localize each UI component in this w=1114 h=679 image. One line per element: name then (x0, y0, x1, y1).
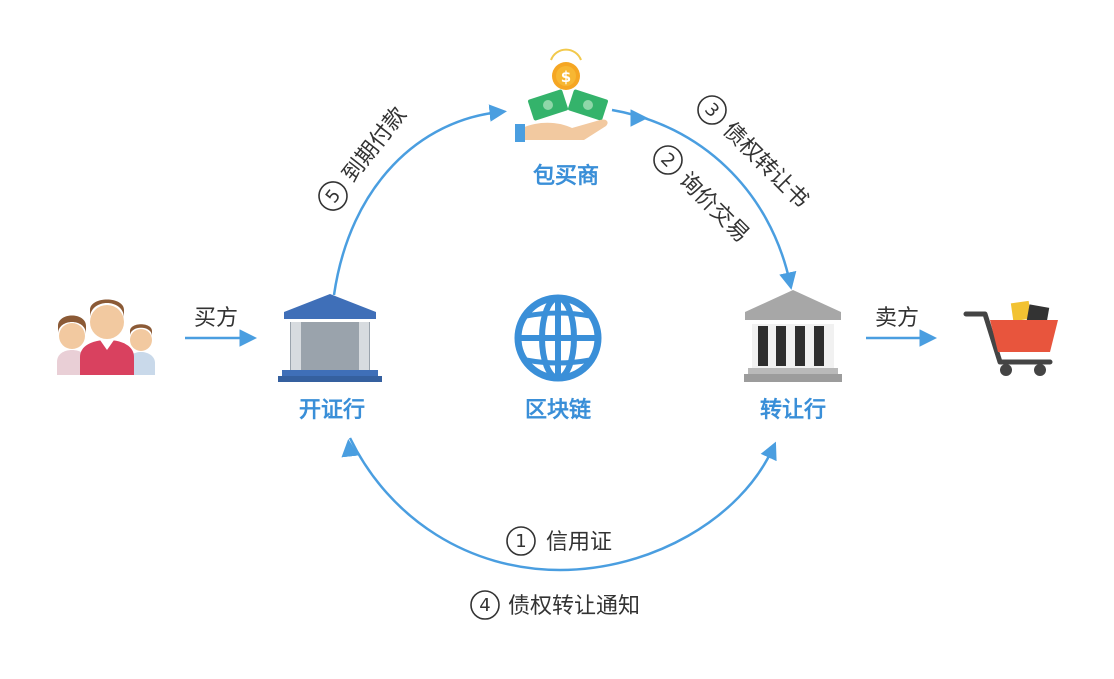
step-2-label: 询价交易 (674, 168, 754, 248)
buyer-label: 买方 (194, 306, 238, 331)
globe-icon (514, 294, 602, 382)
arc-step-1 (348, 437, 777, 572)
arc-step-4-return (341, 439, 359, 458)
step-4-number: 4 (479, 595, 490, 616)
people-group-icon (57, 299, 155, 375)
step-5: 5 到期付款 (318, 103, 412, 211)
money-hand-icon: $ (515, 48, 608, 142)
center-label: 区块链 (525, 397, 591, 423)
flow-ring (332, 104, 797, 572)
step-5-label: 到期付款 (338, 103, 412, 188)
arc-step-5 (332, 104, 507, 296)
step-1-number: 1 (515, 531, 526, 552)
step-1: 1 信用证 (506, 526, 612, 556)
buyer-bank-label: 开证行 (299, 397, 365, 423)
seller-label: 卖方 (875, 306, 919, 331)
shopping-cart-icon (963, 300, 1058, 376)
svg-text:$: $ (561, 68, 571, 86)
step-4: 4 债权转让通知 (470, 590, 640, 620)
step-3-number: 3 (700, 99, 723, 122)
step-2-number: 2 (656, 149, 679, 172)
step-3-label: 债权转让书 (718, 118, 813, 213)
seller-bank-label: 转让行 (760, 397, 826, 423)
step-4-label: 债权转让通知 (508, 594, 640, 619)
bank-gray-icon (744, 290, 842, 382)
forfaiter-label: 包买商 (533, 163, 599, 189)
bank-blue-icon (278, 294, 382, 382)
step-5-number: 5 (322, 185, 346, 207)
step-1-label: 信用证 (546, 530, 612, 555)
